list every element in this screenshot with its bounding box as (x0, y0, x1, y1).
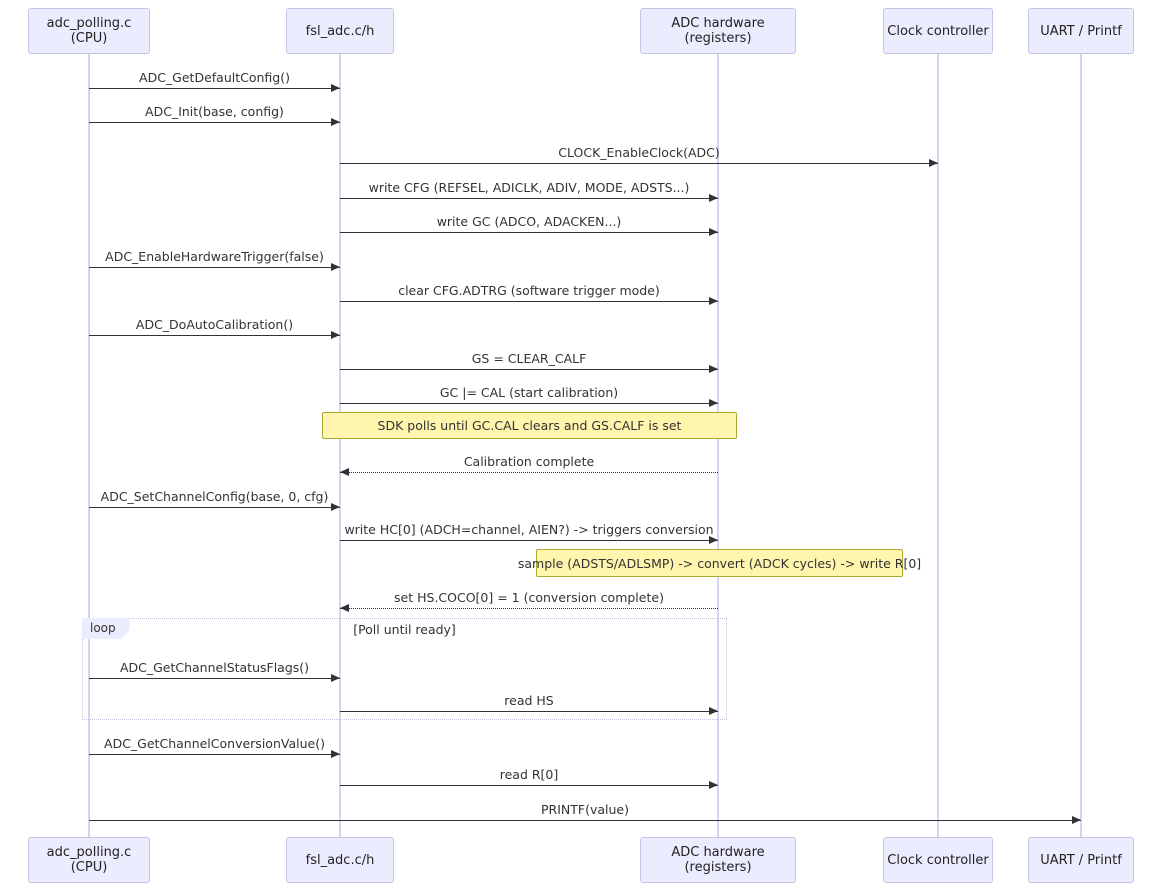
lifeline (937, 54, 939, 837)
message-label: read HS (504, 693, 554, 708)
message-label: clear CFG.ADTRG (software trigger mode) (398, 283, 660, 298)
lifeline (717, 54, 719, 837)
message-arrow (340, 707, 718, 715)
message-arrow (340, 159, 938, 167)
message-label: write HC[0] (ADCH=channel, AIEN?) -> tri… (344, 522, 714, 537)
arrowhead-icon (331, 750, 340, 758)
message-label: ADC_DoAutoCalibration() (135, 317, 294, 332)
message-arrow (340, 781, 718, 789)
message-arrow (340, 399, 718, 407)
arrowhead-icon (709, 707, 718, 715)
arrowhead-icon (340, 604, 349, 612)
loop-fragment (82, 618, 727, 720)
message-label: PRINTF(value) (541, 802, 629, 817)
message-label: ADC_SetChannelConfig(base, 0, cfg) (100, 489, 329, 504)
message-arrow (340, 536, 718, 544)
message-label: Calibration complete (463, 454, 595, 469)
arrowhead-icon (929, 159, 938, 167)
message-label: set HS.COCO[0] = 1 (conversion complete) (394, 590, 664, 605)
lifeline (88, 54, 90, 837)
arrowhead-icon (709, 194, 718, 202)
participant-box-top: UART / Printf (1028, 8, 1134, 54)
message-label: ADC_GetChannelConversionValue() (104, 736, 325, 751)
message-arrow (89, 750, 340, 758)
message-arrow (89, 263, 340, 271)
arrowhead-icon (709, 781, 718, 789)
arrowhead-icon (1072, 816, 1081, 824)
message-arrow (89, 84, 340, 92)
message-label: ADC_EnableHardwareTrigger(false) (105, 249, 324, 264)
loop-condition: [Poll until ready] (353, 622, 456, 637)
arrowhead-icon (331, 503, 340, 511)
message-arrow (89, 816, 1081, 824)
arrowhead-icon (331, 331, 340, 339)
participant-box-top: Clock controller (883, 8, 993, 54)
message-arrow (340, 365, 718, 373)
message-label: GC |= CAL (start calibration) (439, 385, 619, 400)
message-label: GS = CLEAR_CALF (471, 351, 587, 366)
arrowhead-icon (709, 399, 718, 407)
message-arrow (89, 503, 340, 511)
arrowhead-icon (709, 365, 718, 373)
message-label: write GC (ADCO, ADACKEN...) (436, 214, 622, 229)
arrowhead-icon (331, 674, 340, 682)
arrowhead-icon (709, 536, 718, 544)
message-arrow (340, 468, 718, 476)
participant-box-bottom: fsl_adc.c/h (286, 837, 394, 883)
arrowhead-icon (709, 297, 718, 305)
arrowhead-icon (709, 228, 718, 236)
participant-box-top: fsl_adc.c/h (286, 8, 394, 54)
participant-box-bottom: Clock controller (883, 837, 993, 883)
note: SDK polls until GC.CAL clears and GS.CAL… (322, 412, 737, 439)
message-label: ADC_GetChannelStatusFlags() (119, 660, 310, 675)
message-arrow (340, 194, 718, 202)
participant-box-bottom: adc_polling.c (CPU) (28, 837, 150, 883)
participant-box-top: adc_polling.c (CPU) (28, 8, 150, 54)
message-arrow (89, 118, 340, 126)
participant-box-bottom: UART / Printf (1028, 837, 1134, 883)
message-label: CLOCK_EnableClock(ADC) (558, 145, 720, 160)
message-label: read R[0] (499, 767, 559, 782)
lifeline (1080, 54, 1082, 837)
arrowhead-icon (331, 263, 340, 271)
message-arrow (89, 674, 340, 682)
message-arrow (340, 297, 718, 305)
message-label: ADC_GetDefaultConfig() (139, 70, 290, 85)
participant-box-top: ADC hardware (registers) (640, 8, 796, 54)
arrowhead-icon (331, 84, 340, 92)
lifeline (339, 54, 341, 837)
message-label: write CFG (REFSEL, ADICLK, ADIV, MODE, A… (368, 180, 690, 195)
message-arrow (89, 331, 340, 339)
message-label: ADC_Init(base, config) (145, 104, 284, 119)
participant-box-bottom: ADC hardware (registers) (640, 837, 796, 883)
message-arrow (340, 604, 718, 612)
arrowhead-icon (340, 468, 349, 476)
note: sample (ADSTS/ADLSMP) -> convert (ADCK c… (518, 549, 921, 577)
message-arrow (340, 228, 718, 236)
arrowhead-icon (331, 118, 340, 126)
loop-label: loop (82, 618, 130, 639)
